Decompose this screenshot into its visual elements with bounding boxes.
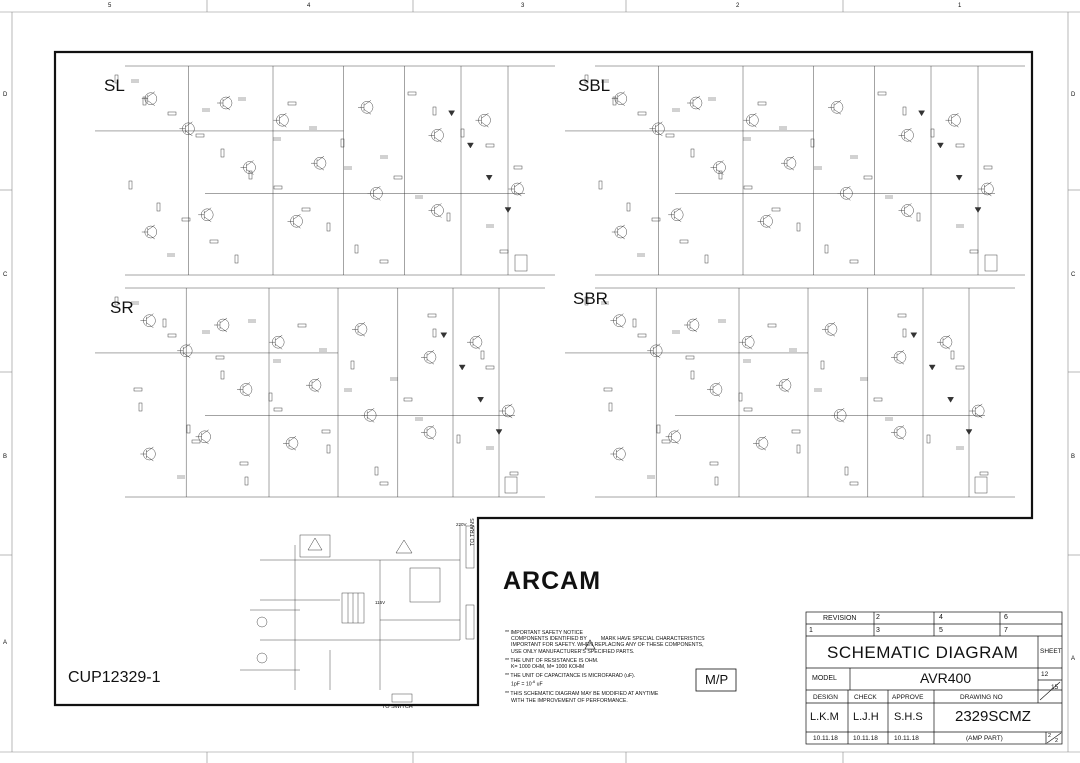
page-number: 2	[1048, 733, 1052, 739]
model-label: MODEL	[812, 675, 837, 682]
sheet-divider-slash	[1039, 681, 1061, 701]
rev-num-1: 1	[809, 627, 813, 634]
part-label: (AMP PART)	[966, 735, 1003, 742]
mp-box	[695, 668, 737, 692]
mp-mark: M/P	[705, 672, 729, 687]
model-value: AVR400	[920, 670, 972, 686]
date-check: 10.11.18	[853, 735, 878, 742]
date-design: 10.11.18	[813, 735, 838, 742]
rev-num-4: 4	[939, 614, 943, 621]
v115-label: 115V	[375, 600, 386, 605]
notes-block: ** IMPORTANT SAFETY NOTICE COMPONENTS ID…	[505, 630, 765, 704]
to-switch-label: TO SWITCH	[382, 704, 413, 710]
circuit-artwork	[95, 65, 1025, 498]
row-label-c-left: C	[3, 272, 8, 278]
rev-num-7: 7	[1004, 627, 1008, 634]
rev-num-5: 5	[939, 627, 943, 634]
col-label-1: 1	[958, 3, 962, 9]
note-modification-line2: WITH THE IMPROVEMENT OF PERFORMANCE.	[511, 697, 628, 704]
sheet-total: 15	[1051, 684, 1059, 691]
note-safety-title: ** IMPORTANT SAFETY NOTICE	[505, 630, 584, 636]
check-label: CHECK	[854, 694, 877, 701]
power-supply-artwork	[240, 525, 475, 703]
arcam-logo: ARCAM	[503, 567, 602, 595]
col-label-3: 3	[521, 3, 525, 9]
approver: S.H.S	[894, 711, 923, 723]
main-border	[53, 50, 1034, 707]
section-label-sbr: SBR	[573, 289, 608, 308]
row-label-a-left: A	[3, 640, 8, 646]
col-label-4: 4	[307, 3, 311, 9]
note-resistance: ** THE UNIT OF RESISTANCE IS OHM.	[505, 657, 599, 664]
rev-num-6: 6	[1004, 614, 1008, 621]
section-label-sl: SL	[104, 76, 125, 95]
row-label-d-left: D	[3, 92, 8, 98]
revision-label: REVISION	[823, 615, 857, 622]
to-trans-label: TO TRANS	[470, 518, 476, 546]
design-label: DESIGN	[813, 694, 838, 701]
sheet-label: SHEET	[1040, 648, 1062, 655]
col-label-5: 5	[108, 3, 112, 9]
date-approve: 10.11.18	[894, 735, 919, 742]
rev-num-2: 2	[876, 614, 880, 621]
rev-num-3: 3	[876, 627, 880, 634]
row-label-b-right: B	[1071, 454, 1076, 460]
note-resistance-units: K= 1000 OHM, M= 1000 KOHM	[511, 664, 585, 671]
note-safety-line2: IMPORTANT FOR SAFETY. WHEN REPLACING ANY…	[511, 642, 704, 649]
designer: L.K.M	[810, 711, 839, 723]
checker: L.J.H	[853, 711, 879, 723]
approve-label: APPROVE	[892, 694, 924, 701]
row-label-c-right: C	[1071, 272, 1076, 278]
col-label-2: 2	[736, 3, 740, 9]
note-capacitance: ** THE UNIT OF CAPACITANCE IS MICROFARAD…	[505, 673, 636, 680]
title-block-grid	[805, 611, 1063, 745]
row-label-a-right: A	[1071, 656, 1076, 662]
section-label-sbl: SBL	[578, 76, 611, 95]
safety-mark-icon	[584, 639, 596, 650]
page-total: 2	[1055, 738, 1059, 744]
title-block-title: SCHEMATIC DIAGRAM	[827, 643, 1019, 662]
row-label-b-left: B	[3, 454, 8, 460]
note-modification: ** THIS SCHEMATIC DIAGRAM MAY BE MODIFIE…	[505, 691, 659, 698]
drawing-reference: CUP12329-1	[68, 669, 161, 686]
drawing-no-label: DRAWING NO	[960, 694, 1003, 701]
row-label-d-right: D	[1071, 92, 1076, 98]
sheet-number: 12	[1041, 671, 1049, 678]
note-safety-line3: USE ONLY MANUFACTURER'S SPECIFIED PARTS.	[511, 648, 635, 655]
drawing-number: 2329SCMZ	[955, 708, 1031, 725]
page-divider-slash	[1046, 732, 1062, 744]
v220-label: 220V	[456, 522, 467, 527]
section-label-sr: SR	[110, 298, 134, 317]
note-capacitance-units: 1pF = 10-6 uF	[511, 679, 543, 689]
